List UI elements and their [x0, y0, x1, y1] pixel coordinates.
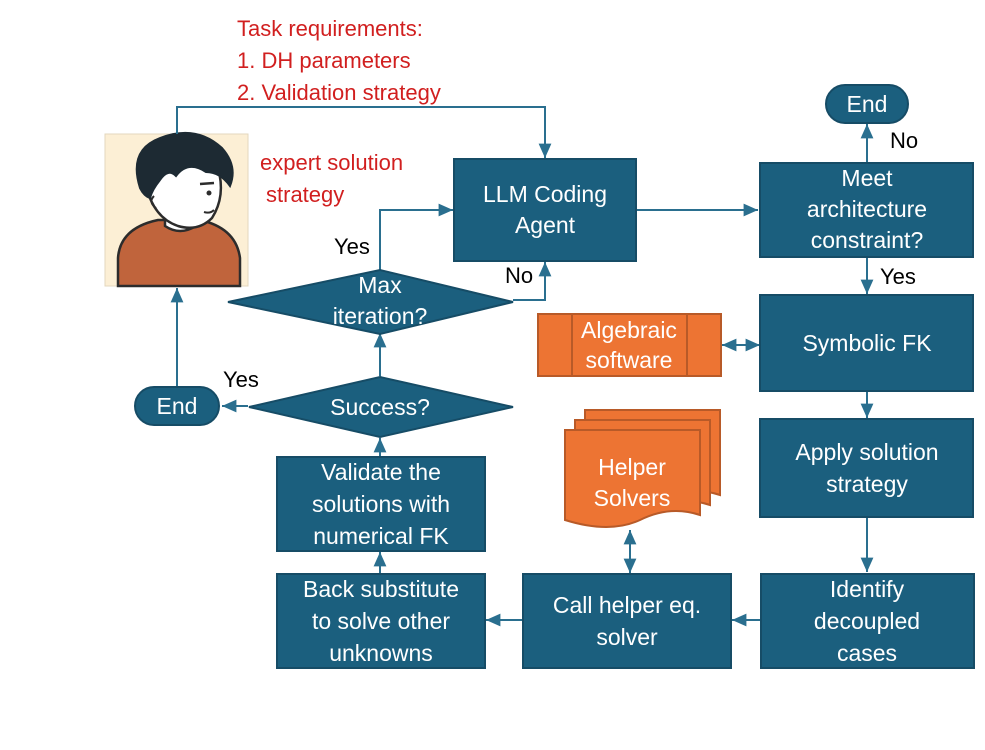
max-line-2: iteration?: [333, 303, 428, 329]
end-top-label: End: [847, 91, 888, 117]
task-requirement-2: 2. Validation strategy: [237, 80, 441, 105]
task-requirement-1: 1. DH parameters: [237, 48, 411, 73]
expert-avatar: [104, 131, 249, 288]
identify-line-2: decoupled: [814, 608, 920, 634]
call-helper-node: Call helper eq. solver: [522, 573, 732, 669]
call-line-1: Call helper eq.: [553, 592, 701, 618]
apply-line-2: strategy: [826, 471, 908, 497]
helper-line-2: Solvers: [594, 485, 671, 511]
edge-avatar-to-agent: [176, 106, 552, 158]
algebraic-line-1: Algebraic: [581, 317, 677, 343]
apply-strategy-node: Apply solution strategy: [759, 418, 974, 518]
symbolic-fk-node: Symbolic FK: [759, 294, 974, 392]
validate-line-2: solutions with: [312, 491, 450, 517]
validate-line-1: Validate the: [321, 459, 441, 485]
label-no-max: No: [505, 263, 533, 288]
max-line-1: Max: [358, 272, 402, 298]
task-requirements: Task requirements: 1. DH parameters 2. V…: [237, 16, 441, 105]
label-yes-max: Yes: [334, 234, 370, 259]
back-substitute-node: Back substitute to solve other unknowns: [276, 573, 486, 669]
expert-note-line-2: strategy: [266, 182, 344, 207]
llm-agent-line-1: LLM Coding: [483, 181, 607, 207]
identify-cases-node: Identify decoupled cases: [760, 573, 975, 669]
back-line-1: Back substitute: [303, 576, 459, 602]
llm-agent-line-2: Agent: [515, 212, 576, 238]
end-left-label: End: [157, 393, 198, 419]
constraint-line-3: constraint?: [811, 227, 924, 253]
helper-solvers-node: Helper Solvers: [564, 409, 721, 528]
expert-note-line-1: expert solution: [260, 150, 403, 175]
algebraic-software-node: Algebraic software: [537, 313, 722, 377]
label-yes-success: Yes: [223, 367, 259, 392]
apply-line-1: Apply solution: [795, 439, 938, 465]
edge-max-no-to-agent: [513, 262, 552, 301]
edge-max-yes-to-agent: [379, 203, 453, 285]
llm-coding-agent-node: LLM Coding Agent: [453, 158, 637, 262]
constraint-node: Meet architecture constraint?: [759, 162, 974, 258]
success-label: Success?: [330, 394, 430, 420]
back-line-2: to solve other: [312, 608, 450, 634]
end-top-node: End: [825, 84, 909, 124]
back-line-3: unknowns: [329, 640, 433, 666]
constraint-line-1: Meet: [841, 165, 893, 191]
validate-node: Validate the solutions with numerical FK: [276, 456, 486, 552]
algebraic-line-2: software: [586, 347, 673, 373]
symbolic-fk-label: Symbolic FK: [802, 330, 932, 356]
identify-line-1: Identify: [830, 576, 905, 602]
label-yes-constraint: Yes: [880, 264, 916, 289]
constraint-line-2: architecture: [807, 196, 927, 222]
task-requirements-title: Task requirements:: [237, 16, 423, 41]
end-left-node: End: [134, 386, 220, 426]
max-iteration-decision: Max iteration?: [227, 268, 514, 336]
label-no-top: No: [890, 128, 918, 153]
validate-line-3: numerical FK: [313, 523, 449, 549]
identify-line-3: cases: [837, 640, 897, 666]
call-line-2: solver: [596, 624, 658, 650]
edges: [170, 106, 874, 627]
helper-line-1: Helper: [598, 454, 666, 480]
success-decision: Success?: [248, 375, 514, 439]
